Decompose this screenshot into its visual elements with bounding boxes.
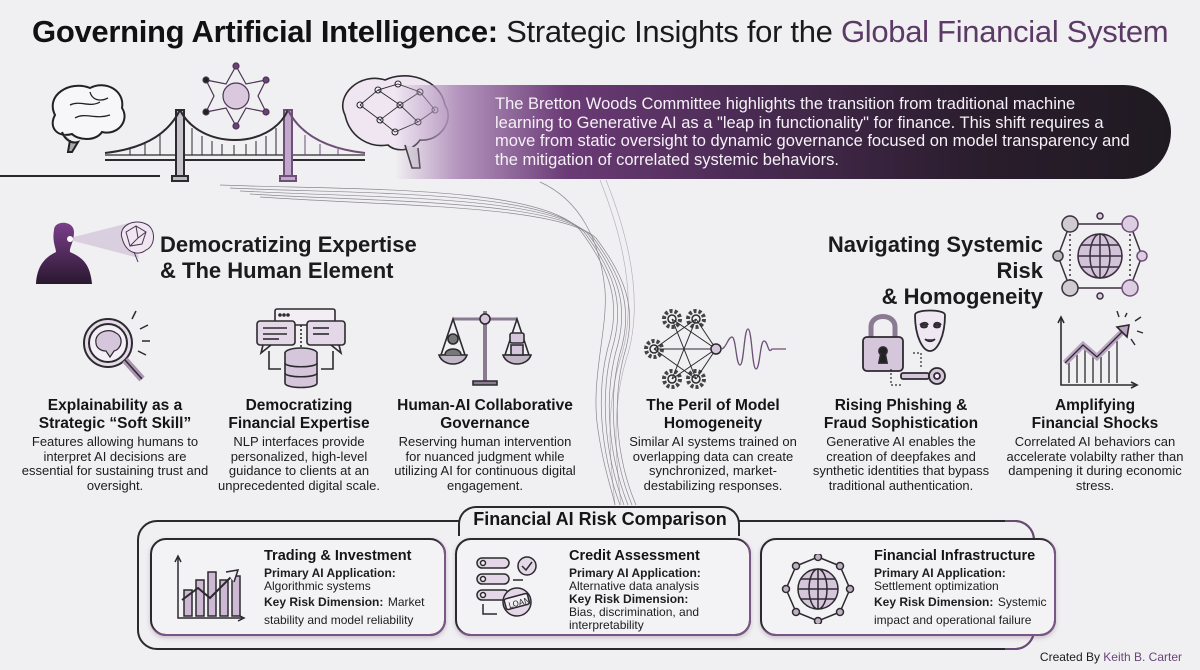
magnifier-brain-icon [83, 310, 150, 382]
rising-chart-burst-icon [1057, 311, 1144, 389]
feature-desc: NLP interfaces provide personalized, hig… [218, 434, 380, 493]
globe-nodes-icon [781, 554, 855, 624]
feature-title-line: Homogeneity [663, 415, 763, 432]
feature-desc: Correlated AI behaviors can accelerate v… [1006, 434, 1184, 493]
risk-value: Market stability and model reliability [264, 595, 425, 627]
risk-value: Systemic impact and operational failure [874, 595, 1047, 627]
feature-title: Explainability as a Strategic “Soft Skil… [20, 397, 210, 433]
risk-label: Key Risk Dimension: [874, 595, 993, 609]
title-accent: Global Financial System [840, 14, 1169, 49]
comparison-title-tab [458, 506, 740, 536]
comparison-title: Financial AI Risk Comparison [473, 509, 727, 529]
heading-line: Navigating Systemic Risk [827, 232, 1043, 283]
feature-model-homogeneity: The Peril of Model Homogeneity Similar A… [618, 305, 808, 493]
title-regular: Strategic Insights for the [506, 14, 833, 49]
feature-title: Democratizing Financial Expertise [204, 397, 394, 433]
heading-line: & Homogeneity [881, 284, 1043, 309]
ai-network-star-icon [202, 62, 270, 130]
risk-card-trading: Trading & Investment Primary AI Applicat… [150, 538, 446, 636]
feature-title-line: Financial Shocks [1031, 415, 1159, 432]
card-title: Financial Infrastructure [874, 548, 1036, 564]
feature-desc: Reserving human intervention for nuanced… [394, 434, 576, 493]
feature-desc: Features allowing humans to interpret AI… [21, 434, 209, 493]
feature-title: The Peril of Model Homogeneity [618, 397, 808, 433]
globe-network-icon [1052, 212, 1148, 300]
bar-chart-arrow-icon [174, 554, 246, 622]
risk-value: Bias, discrimination, and interpretabili… [569, 605, 700, 632]
author-credit: Created By Keith B. Carter [1040, 650, 1182, 664]
card-title: Credit Assessment [569, 548, 700, 564]
feature-phishing-fraud: Rising Phishing & Fraud Sophistication G… [806, 305, 996, 493]
credit-name: Keith B. Carter [1103, 650, 1182, 664]
app-label: Primary AI Application: [264, 566, 396, 580]
left-section-heading: Democratizing Expertise & The Human Elem… [160, 232, 417, 284]
feature-title-line: Financial Expertise [228, 415, 370, 432]
risk-card-infrastructure: Financial Infrastructure Primary AI Appl… [760, 538, 1056, 636]
app-label: Primary AI Application: [874, 566, 1006, 580]
app-value: Algorithmic systems [264, 579, 371, 593]
card-title: Trading & Investment [264, 548, 412, 564]
feature-title-line: Democratizing [245, 397, 353, 414]
feature-explainability: Explainability as a Strategic “Soft Skil… [20, 305, 210, 493]
intro-text: The Bretton Woods Committee highlights t… [495, 95, 1130, 169]
loan-list-icon: LOAN [476, 556, 537, 617]
feature-title-line: Rising Phishing & [834, 397, 968, 414]
gears-wave-icon [644, 309, 786, 389]
right-section-heading: Navigating Systemic Risk & Homogeneity [785, 232, 1043, 310]
feature-title-line: Human-AI Collaborative [397, 397, 573, 414]
feature-amplifying-shocks: Amplifying Financial Shocks Correlated A… [1000, 305, 1190, 493]
heading-line: Democratizing Expertise [160, 232, 417, 257]
risk-label-text: Key Risk Dimension: [874, 595, 994, 609]
risk-label-text: Key Risk Dimension: [264, 595, 384, 609]
bridge-icon [104, 109, 366, 182]
credit-label: Created By [1039, 650, 1100, 664]
risk-label: Key Risk Dimension: [264, 595, 383, 609]
app-value: Alternative data analysis [569, 579, 700, 593]
chat-database-icon [256, 308, 346, 389]
feature-title: Amplifying Financial Shocks [1000, 397, 1190, 433]
feature-title-line: Governance [440, 415, 530, 432]
feature-title: Rising Phishing & Fraud Sophistication [806, 397, 996, 433]
risk-label: Key Risk Dimension: [569, 592, 689, 606]
feature-desc: Similar AI systems trained on overlappin… [629, 434, 797, 493]
feature-human-ai-governance: Human-AI Collaborative Governance Reserv… [390, 305, 580, 493]
feature-desc: Generative AI enables the creation of de… [812, 434, 990, 493]
intro-banner [395, 85, 1171, 179]
risk-card-credit: LOAN Credit Assessment Primary AI Applic… [455, 538, 751, 636]
brain-icon [51, 84, 126, 153]
feature-title-line: Strategic “Soft Skill” [38, 415, 192, 432]
feature-democratizing-expertise: Democratizing Financial Expertise NLP in… [204, 305, 394, 493]
page-title: Governing Artificial Intelligence: Strat… [32, 14, 1169, 50]
feature-title-line: Amplifying [1054, 397, 1136, 414]
person-brain-icon [36, 221, 154, 284]
app-label: Primary AI Application: [569, 566, 701, 580]
app-value: Settlement optimization [874, 579, 999, 593]
scale-human-robot-icon [437, 311, 533, 386]
heading-line: & The Human Element [160, 258, 394, 283]
feature-title-line: The Peril of Model [646, 397, 780, 414]
feature-title-line: Explainability as a [47, 397, 183, 414]
title-bold: Governing Artificial Intelligence: [32, 14, 498, 49]
lock-mask-key-icon [862, 309, 946, 386]
feature-title-line: Fraud Sophistication [823, 415, 979, 432]
feature-title: Human-AI Collaborative Governance [390, 397, 580, 433]
